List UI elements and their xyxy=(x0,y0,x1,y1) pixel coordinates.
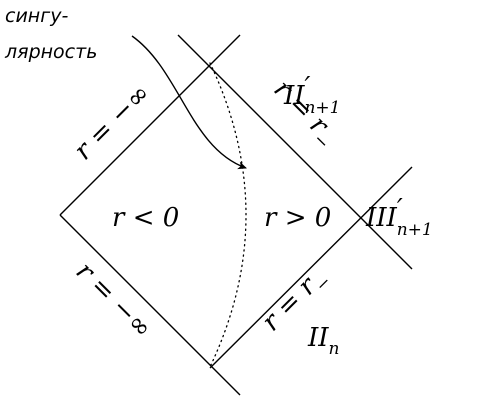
singularity-arrow xyxy=(131,35,247,170)
singularity-caption-line1: сингу- xyxy=(5,5,68,27)
edge-bottom-left xyxy=(59,214,241,396)
region-label-upper: II′n+1 xyxy=(283,72,340,118)
edge-label-top-left: r = −∞ xyxy=(68,78,156,166)
horizon-lower-right xyxy=(209,166,413,369)
region-label-lower: IIn xyxy=(307,323,340,359)
singularity-caption-line2: лярность xyxy=(4,41,97,63)
region-label-positive: r > 0 xyxy=(264,203,331,233)
region-label-right: III′n+1 xyxy=(365,194,433,240)
region-label-negative: r < 0 xyxy=(112,203,179,233)
horizon-upper-right xyxy=(177,34,413,270)
edge-top-left xyxy=(59,34,241,216)
singularity-curve xyxy=(209,62,247,368)
